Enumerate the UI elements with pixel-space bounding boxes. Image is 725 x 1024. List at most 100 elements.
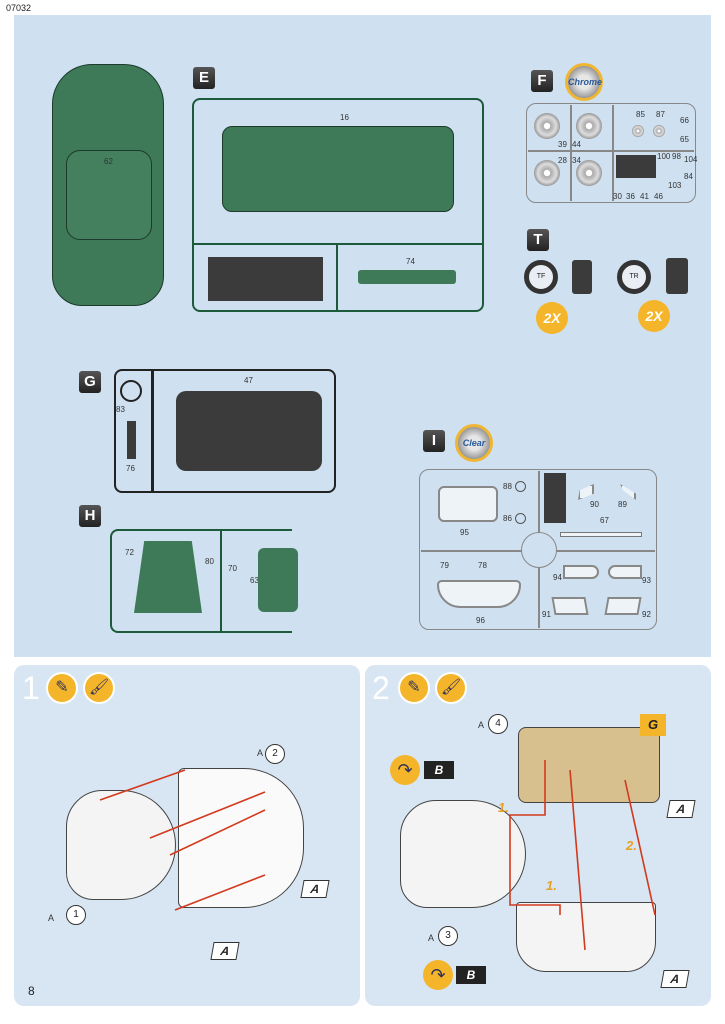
part-number: 85 (636, 110, 645, 119)
part-number: 47 (244, 376, 253, 385)
part-number: 87 (656, 110, 665, 119)
chassis-part (176, 391, 322, 471)
tag-b: B (456, 966, 486, 984)
sprue-t-badge: T (527, 229, 549, 251)
tag-b: B (424, 761, 454, 779)
sprue-i-frame (419, 469, 657, 630)
page-number: 8 (28, 984, 35, 998)
part-number: 39 (558, 140, 567, 149)
floor-pan-part (222, 126, 454, 212)
part-number: 62 (104, 157, 113, 166)
part-number: 78 (478, 561, 487, 570)
part-number: 80 (205, 557, 214, 566)
part-number: 98 (672, 152, 681, 161)
sprue-e-frame (192, 98, 484, 312)
part-number: 84 (684, 172, 693, 181)
callout: 2 (265, 744, 285, 764)
part-number: 100 (657, 152, 671, 161)
hood-part (134, 541, 202, 613)
paint-brush-icon: 🖌 (435, 672, 467, 704)
chrome-chip: Chrome (565, 63, 603, 101)
part-number: 86 (503, 514, 512, 523)
part-number: 46 (654, 192, 663, 201)
part-number: 36 (626, 192, 635, 201)
rear-window-part (438, 486, 498, 522)
chrome-part (653, 125, 665, 137)
sprue-f-frame (526, 103, 696, 203)
part-number: 65 (680, 135, 689, 144)
decal-block (208, 257, 323, 301)
part-number: 41 (640, 192, 649, 201)
sprue-f-badge: F (531, 70, 553, 92)
sprue-h-badge: H (79, 505, 101, 527)
tire-insert (666, 258, 688, 294)
part-number: 93 (642, 576, 651, 585)
order-marker: 1. (498, 800, 509, 815)
part-number: 67 (600, 516, 609, 525)
part-number: 90 (590, 500, 599, 509)
part-number: 91 (542, 610, 551, 619)
chrome-foil (616, 155, 656, 178)
rotate-icon: ↷ (390, 755, 420, 785)
part-number: 83 (116, 405, 125, 414)
assembly-arrows (509, 760, 656, 951)
callout: 3 (438, 926, 458, 946)
part-number: 79 (440, 561, 449, 570)
part-number: 44 (572, 140, 581, 149)
sprue-i-badge: I (423, 430, 445, 452)
tag-a: A (210, 942, 240, 960)
order-marker: 1. (546, 878, 557, 893)
sprue-g-frame (114, 369, 336, 493)
tire-front: TF (524, 260, 558, 294)
part-number: 16 (340, 113, 349, 122)
wheel-part (534, 113, 560, 139)
glue-icon: ✎ (398, 672, 430, 704)
wheel-part (534, 160, 560, 186)
tag-a: A (666, 800, 696, 818)
engine-block-illustration (66, 790, 176, 900)
part-number: 96 (476, 616, 485, 625)
part-67-block (544, 473, 566, 523)
sprue-center (521, 532, 557, 568)
part-number: 88 (503, 482, 512, 491)
sprue-g-badge: G (79, 371, 101, 393)
part-number: 72 (125, 548, 134, 557)
part-number: 76 (126, 464, 135, 473)
wheel-part (576, 160, 602, 186)
quantity-badge: 2X (536, 302, 568, 334)
part-number: 94 (553, 573, 562, 582)
document-code: 07032 (6, 3, 32, 13)
clear-chip: Clear (455, 424, 493, 462)
windshield-part (437, 580, 521, 608)
callout: 1 (66, 905, 86, 925)
tag-g: G (640, 714, 666, 736)
rotate-icon: ↷ (423, 960, 453, 990)
part-76 (127, 421, 136, 459)
bumper-part (358, 270, 456, 284)
engine-top-illustration (518, 727, 660, 803)
tag-a: A (660, 970, 690, 988)
chrome-part (632, 125, 644, 137)
sprue-h-frame (110, 529, 292, 633)
part-number: 89 (618, 500, 627, 509)
engine-base-illustration (516, 902, 656, 972)
order-marker: 2. (626, 838, 637, 853)
part-number: 104 (684, 155, 698, 164)
part-63 (258, 548, 298, 612)
car-roof (66, 150, 152, 240)
assembly-arrows (99, 769, 266, 911)
tire-insert (572, 260, 592, 294)
tire-rear: TR (617, 260, 651, 294)
part-number: 92 (642, 610, 651, 619)
step-number: 2 (372, 670, 390, 706)
callout: 4 (488, 714, 508, 734)
part-number: 34 (572, 156, 581, 165)
part-number: 95 (460, 528, 469, 537)
tag-a: A (300, 880, 330, 898)
part-number: 66 (680, 116, 689, 125)
part-number: 28 (558, 156, 567, 165)
quantity-badge: 2X (638, 300, 670, 332)
part-number: 30 (613, 192, 622, 201)
paint-brush-icon: 🖌 (83, 672, 115, 704)
wheel-part (576, 113, 602, 139)
